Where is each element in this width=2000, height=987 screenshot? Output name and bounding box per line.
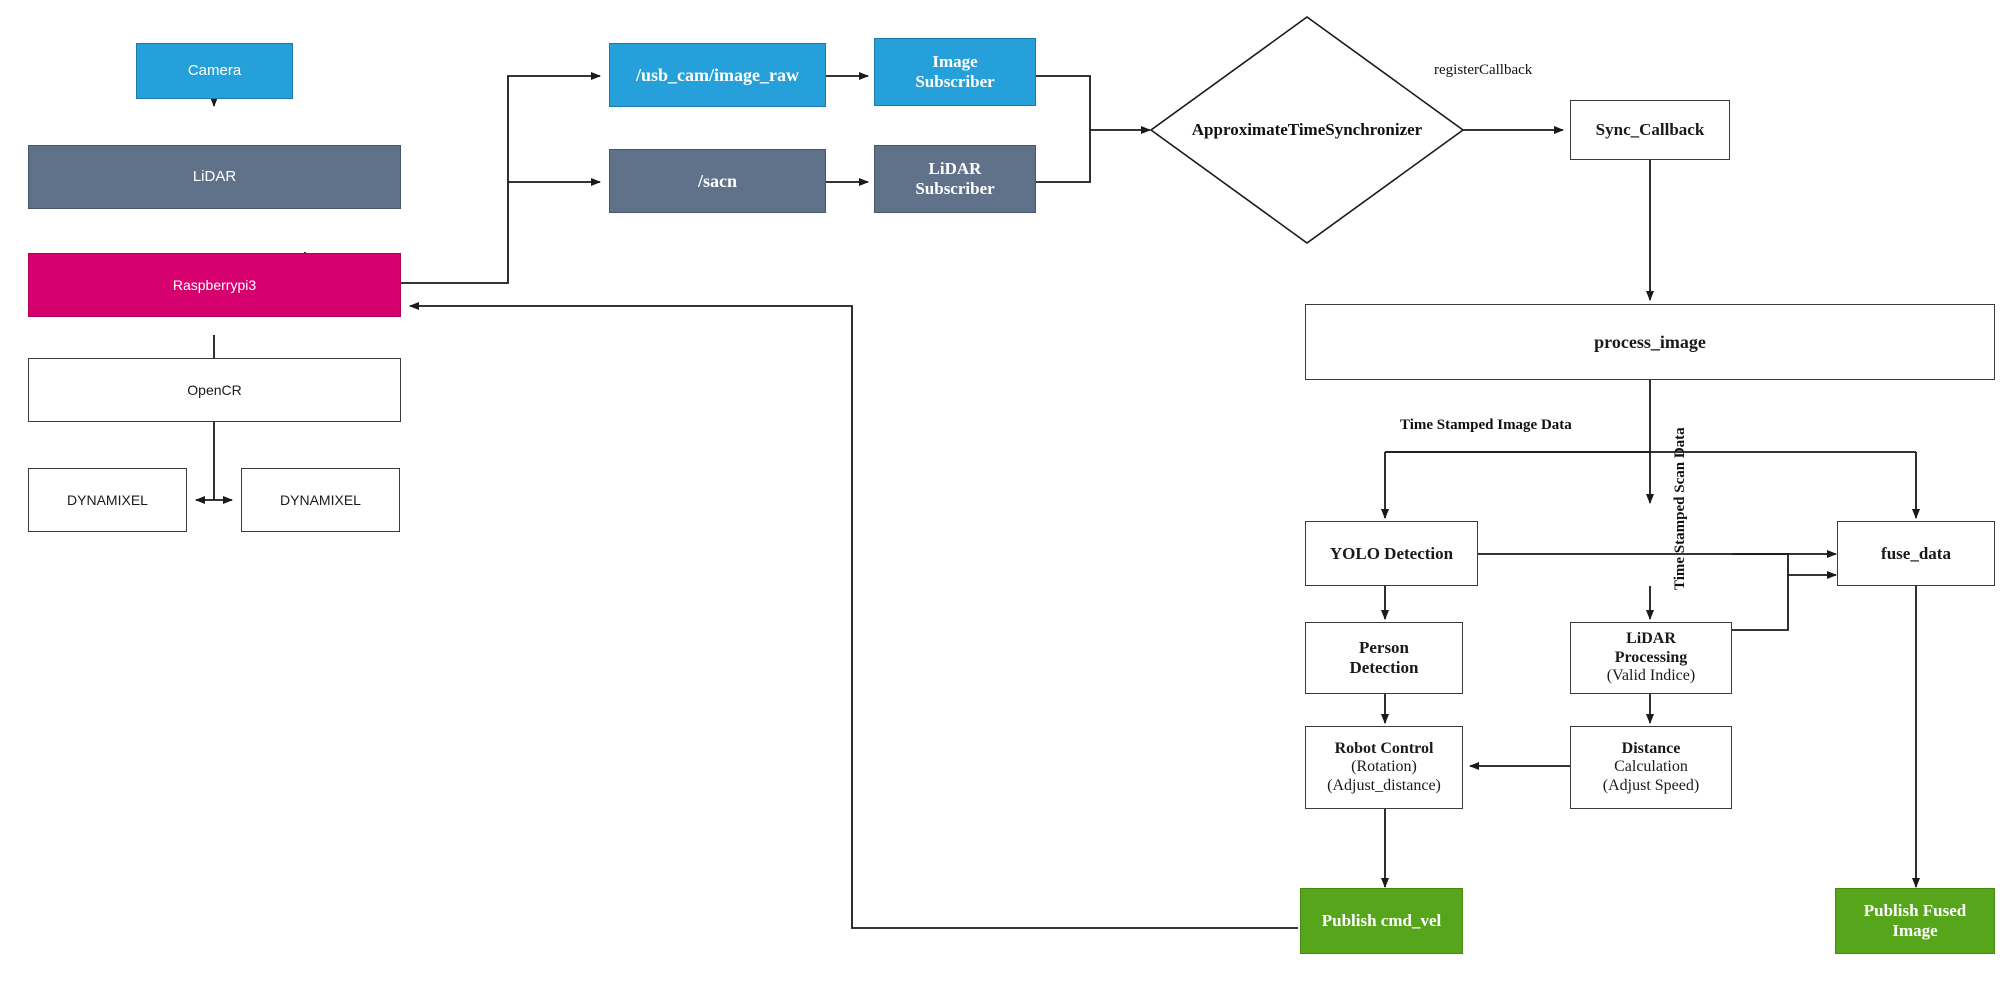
node-opencr-label: OpenCR (187, 381, 242, 398)
edge-label-time-stamped-scan-data: Time Stamped Scan Data (1672, 427, 1688, 590)
node-publish-cmd-vel[interactable]: Publish cmd_vel (1300, 888, 1463, 954)
edge-label-time-stamped-image-data: Time Stamped Image Data (1400, 417, 1572, 433)
node-topic-image-raw-label: /usb_cam/image_raw (636, 64, 799, 85)
node-lidar-processing[interactable]: LiDAR Processing (Valid Indice) (1570, 622, 1732, 694)
node-sync-callback[interactable]: Sync_Callback (1570, 100, 1730, 160)
node-process-image-label: process_image (1594, 331, 1706, 352)
node-person-detection[interactable]: Person Detection (1305, 622, 1463, 694)
node-person-detection-line2: Detection (1349, 658, 1419, 677)
node-topic-scan-label: /sacn (697, 170, 737, 191)
node-robot-control-line3: (Adjust_distance) (1327, 776, 1441, 794)
node-lidar[interactable]: LiDAR (28, 145, 401, 209)
node-dynamixel-right-label: DYNAMIXEL (280, 491, 361, 508)
node-robot-control[interactable]: Robot Control (Rotation) (Adjust_distanc… (1305, 726, 1463, 809)
node-person-detection-line1: Person (1358, 638, 1410, 658)
node-image-subscriber[interactable]: Image Subscriber (874, 38, 1036, 106)
node-lidar-subscriber-line1: LiDAR (928, 159, 982, 179)
node-distance-calculation-line1: Distance (1621, 739, 1681, 757)
node-distance-calculation[interactable]: Distance Calculation (Adjust Speed) (1570, 726, 1732, 809)
node-image-subscriber-line2: Subscriber (915, 72, 995, 91)
node-lidar-label: LiDAR (192, 168, 237, 186)
node-dynamixel-left[interactable]: DYNAMIXEL (28, 468, 187, 532)
node-distance-calculation-line3: (Adjust Speed) (1602, 776, 1700, 794)
node-yolo-detection-label: YOLO Detection (1329, 543, 1454, 563)
node-lidar-subscriber[interactable]: LiDAR Subscriber (874, 145, 1036, 213)
node-publish-fused-image[interactable]: Publish Fused Image (1835, 888, 1995, 954)
node-distance-calculation-line2: Calculation (1614, 758, 1688, 776)
node-topic-image-raw[interactable]: /usb_cam/image_raw (609, 43, 826, 107)
node-camera-label: Camera (187, 62, 242, 80)
node-lidar-processing-line2: Processing (1614, 648, 1688, 666)
node-yolo-detection[interactable]: YOLO Detection (1305, 521, 1478, 586)
node-approximate-time-synchronizer-label: ApproximateTimeSynchronizer (1191, 120, 1423, 139)
node-lidar-processing-line1: LiDAR (1626, 630, 1676, 648)
node-raspberrypi3[interactable]: Raspberrypi3 (28, 253, 401, 317)
node-robot-control-line2: (Rotation) (1351, 758, 1417, 776)
node-opencr[interactable]: OpenCR (28, 358, 401, 422)
node-topic-scan[interactable]: /sacn (609, 149, 826, 213)
node-publish-fused-image-line1: Publish Fused (1863, 901, 1967, 921)
node-dynamixel-left-label: DYNAMIXEL (67, 491, 148, 508)
node-process-image[interactable]: process_image (1305, 304, 1995, 380)
node-publish-cmd-vel-label: Publish cmd_vel (1321, 911, 1442, 931)
edge-label-register-callback: registerCallback (1434, 62, 1533, 78)
node-fuse-data[interactable]: fuse_data (1837, 521, 1995, 586)
node-image-subscriber-line1: Image (932, 52, 978, 72)
node-camera[interactable]: Camera (136, 43, 293, 99)
node-raspberrypi3-label: Raspberrypi3 (172, 276, 257, 293)
node-sync-callback-label: Sync_Callback (1595, 120, 1705, 140)
node-dynamixel-right[interactable]: DYNAMIXEL (241, 468, 400, 532)
node-publish-fused-image-line2: Image (1892, 921, 1938, 940)
node-lidar-processing-line3: (Valid Indice) (1606, 667, 1696, 685)
node-fuse-data-label: fuse_data (1881, 543, 1951, 563)
node-approximate-time-synchronizer[interactable]: ApproximateTimeSynchronizer (1151, 17, 1463, 243)
node-lidar-subscriber-line2: Subscriber (915, 179, 995, 198)
node-robot-control-line1: Robot Control (1334, 739, 1434, 757)
